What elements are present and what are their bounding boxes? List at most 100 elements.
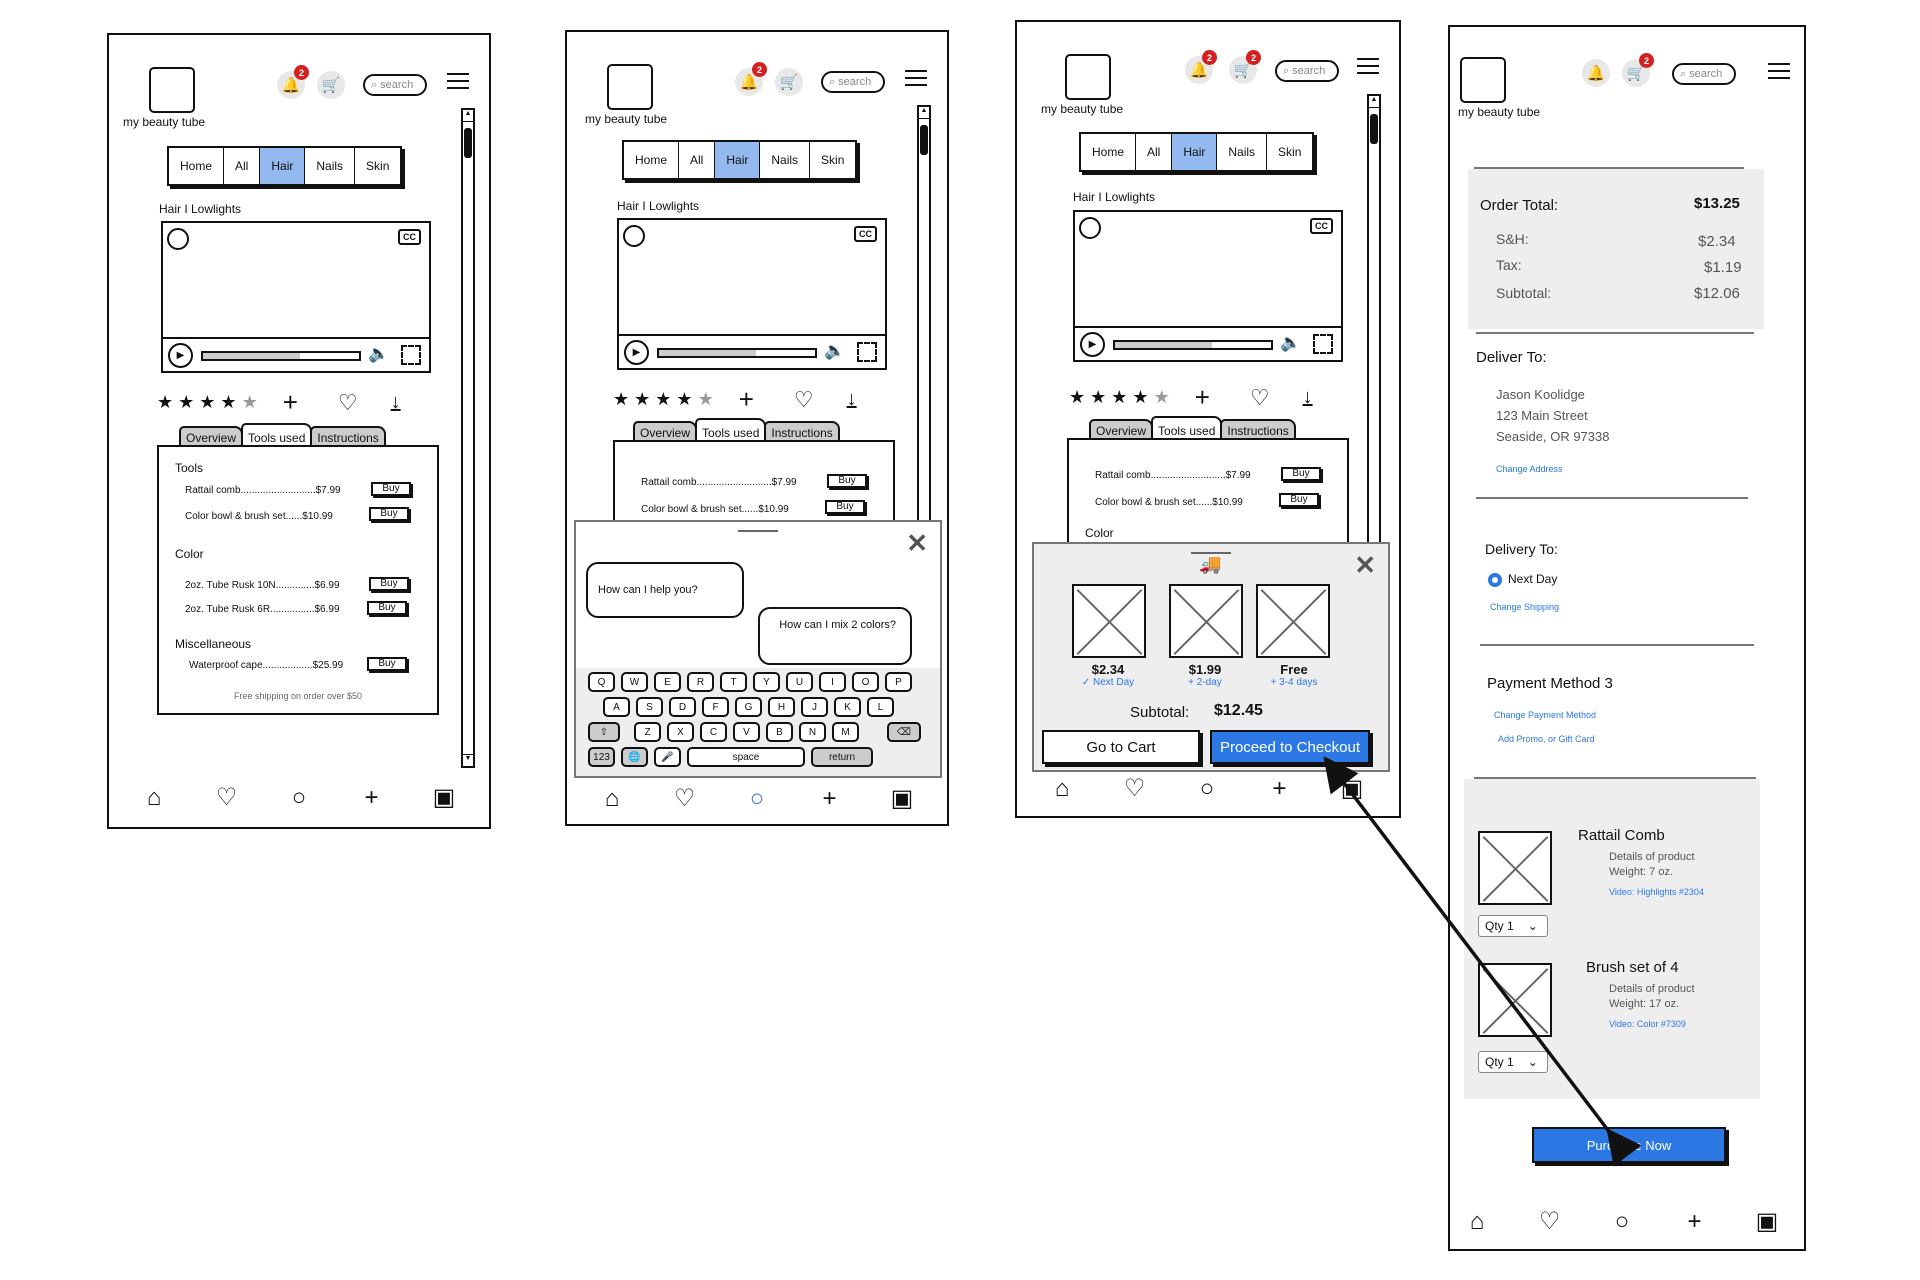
tab-all[interactable]: All [224,148,261,184]
key-char[interactable]: M [832,722,859,742]
tab-home[interactable]: Home [624,142,680,178]
add-icon[interactable]: + [364,783,379,811]
scroll-thumb[interactable] [920,125,928,155]
star-icon[interactable]: ★ [157,392,174,412]
chat-icon[interactable]: ○ [1614,1207,1630,1235]
buy-button[interactable]: Buy [367,657,407,671]
video-player[interactable]: CC ▶ 🔈 [617,218,887,370]
volume-icon[interactable]: 🔈 [1280,333,1302,352]
key-char[interactable]: C [700,722,727,742]
tab-tools-used[interactable]: Tools used [1151,416,1223,441]
download-icon[interactable]: ↓ [846,388,857,410]
key-char[interactable]: P [885,672,912,692]
star-icon[interactable]: ★ [1069,387,1086,407]
menu-icon[interactable] [1768,63,1790,79]
tab-skin[interactable]: Skin [821,153,845,167]
chat-icon[interactable]: ○ [291,783,307,811]
star-icon[interactable]: ★ [1111,387,1128,407]
heart-icon[interactable]: ♡ [1538,1208,1561,1235]
tab-all[interactable]: All [679,142,716,178]
key-char[interactable]: ⇧ [588,722,620,742]
notification-bell-button[interactable]: 🔔2 [277,65,309,99]
scroll-up-icon[interactable]: ▲ [1369,96,1379,108]
menu-icon[interactable] [905,70,927,86]
star-icon[interactable]: ★ [613,389,630,409]
close-icon[interactable]: ✕ [906,528,928,558]
logo[interactable] [1460,57,1506,103]
video-player[interactable]: CC ▶ 🔈 [161,221,431,373]
notification-bell-button[interactable]: 🔔2 [1185,50,1217,84]
change-shipping-link[interactable]: Change Shipping [1490,602,1560,612]
change-payment-link[interactable]: Change Payment Method [1494,710,1597,720]
key-char[interactable]: U [786,672,813,692]
logo[interactable] [149,67,195,113]
fullscreen-icon[interactable] [857,342,877,362]
menu-icon[interactable] [1357,58,1379,74]
star-icon[interactable]: ★ [220,392,237,412]
profile-icon[interactable]: ▣ [432,784,456,811]
notification-bell-button[interactable]: 🔔 [1582,59,1610,87]
video-progress[interactable] [201,351,361,361]
key-char[interactable]: 🎤 [654,747,681,767]
home-icon[interactable]: ⌂ [146,783,162,811]
sheet-grip[interactable] [1191,552,1231,554]
delivery-option-radio[interactable]: Next Day [1488,572,1557,587]
scroll-thumb[interactable] [1370,114,1378,144]
star-icon[interactable]: ★ [697,389,714,409]
tab-tools-used[interactable]: Tools used [241,423,313,448]
heart-icon[interactable]: ♡ [1249,384,1270,410]
tab-nails[interactable]: Nails [305,148,356,184]
buy-button[interactable]: Buy [371,482,411,496]
buy-button[interactable]: Buy [1281,467,1321,481]
star-icon[interactable]: ★ [1132,387,1149,407]
shipping-option-2-day[interactable] [1169,584,1243,658]
key-return[interactable]: return [811,747,873,767]
key-char[interactable]: 🌐 [621,747,648,767]
tab-instructions[interactable]: Instructions [1220,419,1296,441]
tab-all[interactable]: All [1136,134,1173,170]
key-space[interactable]: space [687,747,805,767]
key-char[interactable]: B [766,722,793,742]
logo[interactable] [607,64,653,110]
key-char[interactable]: R [687,672,714,692]
key-char[interactable]: J [801,697,828,717]
tab-hair[interactable]: Hair [1172,134,1218,170]
star-icon[interactable]: ★ [178,392,195,412]
logo[interactable] [1065,54,1111,100]
volume-icon[interactable]: 🔈 [824,341,846,360]
add-icon[interactable]: + [1272,774,1287,802]
proceed-to-checkout-button[interactable]: Proceed to Checkout [1210,730,1370,764]
buy-button[interactable]: Buy [367,601,407,615]
chat-icon[interactable]: ○ [749,784,765,812]
add-icon[interactable]: + [822,784,837,812]
key-char[interactable]: D [669,697,696,717]
search-input[interactable]: ⌕search [821,71,885,93]
volume-icon[interactable]: 🔈 [368,344,390,363]
heart-icon[interactable]: ♡ [337,389,358,415]
shipping-option-next-day[interactable] [1072,584,1146,658]
buy-button[interactable]: Buy [369,577,409,591]
key-char[interactable]: Q [588,672,615,692]
heart-icon[interactable]: ♡ [793,386,814,412]
search-input[interactable]: ⌕search [363,74,427,96]
key-char[interactable]: Z [634,722,661,742]
notification-bell-button[interactable]: 🔔2 [735,62,767,96]
product-video-link[interactable]: Video: Color #7309 [1609,1019,1686,1029]
tab-instructions[interactable]: Instructions [310,426,386,448]
key-char[interactable]: A [603,697,630,717]
add-promo-link[interactable]: Add Promo, or Gift Card [1498,734,1595,744]
scrollbar[interactable]: ▲▼ [461,108,475,768]
tab-hair[interactable]: Hair [260,148,306,184]
add-icon[interactable]: + [1194,382,1210,412]
home-icon[interactable]: ⌂ [1469,1207,1485,1235]
scroll-thumb[interactable] [464,128,472,158]
star-icon[interactable]: ★ [655,389,672,409]
add-icon[interactable]: + [738,384,754,414]
tab-nails[interactable]: Nails [760,142,811,178]
key-char[interactable]: G [735,697,762,717]
tab-skin[interactable]: Skin [1278,145,1302,159]
sheet-grip[interactable] [738,530,778,532]
menu-icon[interactable] [447,73,469,89]
key-char[interactable]: N [799,722,826,742]
key-char[interactable]: L [867,697,894,717]
